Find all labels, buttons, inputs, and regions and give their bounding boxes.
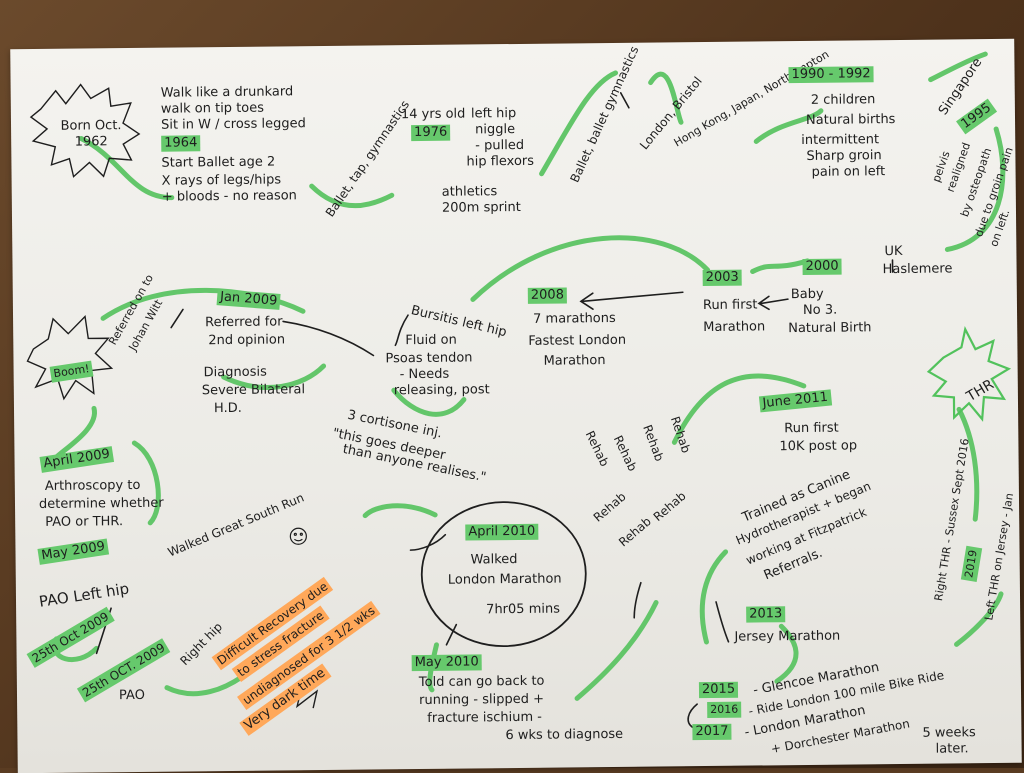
- year-2015: 2015: [699, 682, 738, 698]
- xrays-note: X rays of legs/hips: [162, 172, 282, 189]
- releasing-note: releasing, post: [394, 382, 490, 399]
- uk-note: UK: [884, 244, 902, 260]
- year-2008: 2008: [528, 287, 567, 303]
- tiptoes-note: walk on tip toes: [161, 101, 264, 118]
- second-opinion-note: 2nd opinion: [208, 332, 285, 349]
- children-note: 2 children: [811, 92, 876, 109]
- year-1990-1992: 1990 - 1992: [788, 66, 873, 83]
- connector-2003-2008: [472, 237, 708, 300]
- ballet-age-note: Start Ballet age 2: [161, 155, 275, 172]
- arthroscopy-note: Arthroscopy to: [45, 478, 141, 495]
- told-note: Told can go back to: [419, 674, 545, 691]
- needs-note: - Needs: [400, 367, 450, 384]
- year-2003: 2003: [703, 270, 742, 286]
- connector-2000-2003: [752, 261, 807, 272]
- connector-pao-orange: [167, 677, 242, 694]
- arrow-jan-referred: [171, 309, 183, 327]
- mind-map-paper: Born Oct. 1962 Walk like a drunkard walk…: [10, 39, 1022, 773]
- run-first-note: Run first: [703, 297, 758, 314]
- no3-note: No 3.: [803, 303, 837, 319]
- born-note: Born Oct. 1962: [56, 118, 126, 151]
- athletics-note: athletics: [442, 184, 498, 201]
- hip-flexors-note: hip flexors: [466, 154, 534, 171]
- boom-starburst: [27, 316, 112, 399]
- six-weeks-note: 6 wks to diagnose: [505, 727, 623, 744]
- fracture-note: fracture ischium -: [427, 710, 542, 727]
- arrow-2013-up: [716, 602, 728, 642]
- smiley-drawing: [290, 528, 306, 544]
- referred-note: Referred for: [205, 314, 283, 331]
- later-note: later.: [936, 741, 969, 757]
- connector-orange-april2010: [365, 505, 435, 515]
- severe-note: Severe Bilateral: [202, 382, 305, 399]
- diagnosis-note: Diagnosis: [204, 365, 267, 382]
- arrow-fluid-jan: [283, 320, 373, 356]
- april-2010: April 2010: [465, 524, 538, 541]
- walked-note: Walked: [471, 552, 518, 568]
- year-1964: 1964: [161, 135, 200, 151]
- five-weeks-note: 5 weeks: [922, 725, 976, 742]
- run-first-10k-note: Run first: [784, 421, 839, 438]
- pao-thr-note: PAO or THR.: [45, 514, 123, 531]
- year-1976: 1976: [411, 125, 450, 141]
- year-2000: 2000: [802, 259, 841, 275]
- arrow-rehab-down: [634, 583, 641, 618]
- year-2013: 2013: [746, 606, 785, 622]
- age-14-note: 14 yrs old: [401, 107, 466, 124]
- year-2017: 2017: [692, 724, 731, 740]
- arrow-2008-left: [583, 292, 683, 301]
- sharp-groin-note: Sharp groin: [806, 148, 881, 165]
- ten-k-note: 10K post op: [779, 438, 857, 455]
- sit-note: Sit in W / cross legged: [161, 116, 306, 134]
- london-marathon-note: London Marathon: [448, 572, 562, 589]
- pao-note: PAO: [119, 688, 145, 704]
- hd-note: H.D.: [214, 401, 242, 417]
- connector-may2010-right: [576, 603, 657, 699]
- year-2016: 2016: [707, 702, 741, 718]
- may-2010: May 2010: [412, 654, 482, 671]
- bloods-note: + bloods - no reason: [162, 188, 297, 205]
- walk-like-note: Walk like a drunkard: [161, 84, 294, 101]
- baby-note: Baby: [791, 287, 824, 303]
- left-hip-note: left hip: [471, 106, 516, 122]
- connector-rehab-2013: [702, 552, 727, 642]
- determine-note: determine whether: [39, 496, 164, 513]
- jersey-note: Jersey Marathon: [734, 629, 840, 646]
- fluid-note: Fluid on: [405, 333, 457, 350]
- marathon-note: Marathon: [703, 319, 765, 336]
- seven-marathons-note: 7 marathons: [533, 311, 616, 328]
- pulled-note: - pulled: [475, 138, 524, 155]
- pain-left-note: pain on left: [811, 164, 885, 181]
- running-note: running - slipped +: [419, 692, 544, 709]
- haslemere-note: Haslemere: [883, 261, 953, 278]
- sprint-note: 200m sprint: [442, 200, 521, 217]
- niggle-note: niggle: [475, 122, 515, 138]
- natural-birth-note: Natural Birth: [788, 320, 871, 337]
- natural-births-note: Natural births: [806, 112, 896, 129]
- marathon-2-note: Marathon: [543, 353, 605, 370]
- psoas-note: Psoas tendon: [385, 350, 472, 367]
- fastest-note: Fastest London: [528, 333, 626, 350]
- thr-starburst: [928, 329, 1009, 420]
- time-note: 7hr05 mins: [486, 602, 560, 619]
- intermittent-note: intermittent: [801, 132, 879, 149]
